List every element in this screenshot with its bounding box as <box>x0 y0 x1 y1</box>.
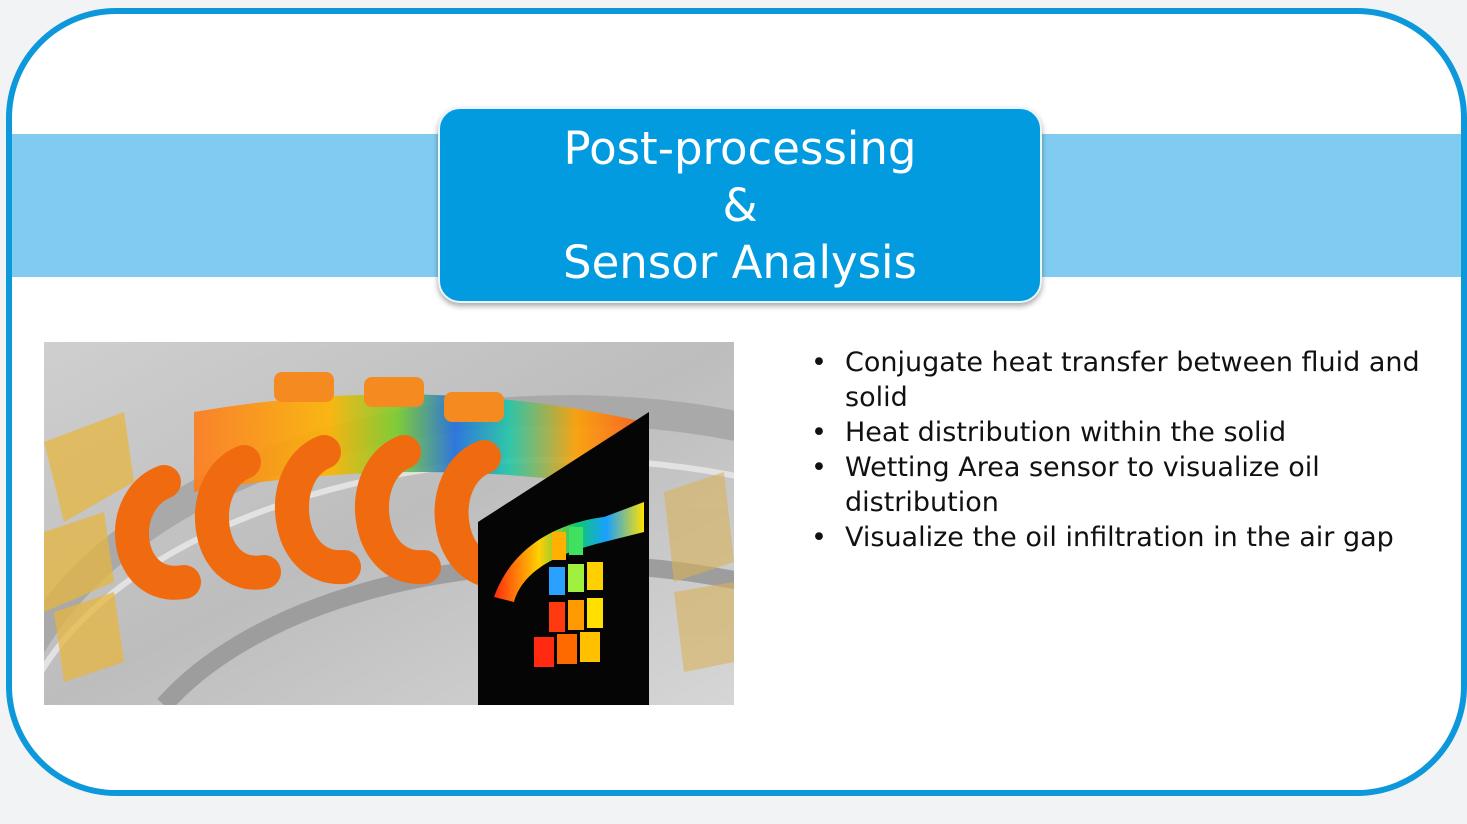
slide-frame: Post-processing & Sensor Analysis <box>6 8 1467 796</box>
title-line-1: Post-processing <box>563 121 917 175</box>
title-line-2: & <box>722 178 758 232</box>
bullet-item: Conjugate heat transfer between fluid an… <box>808 345 1448 415</box>
bullet-item: Heat distribution within the solid <box>808 415 1448 450</box>
bullet-list: Conjugate heat transfer between fluid an… <box>808 345 1448 555</box>
bullet-item: Visualize the oil infiltration in the ai… <box>808 520 1448 555</box>
simulation-image <box>44 342 734 705</box>
title-box: Post-processing & Sensor Analysis <box>438 107 1042 303</box>
bullet-item: Wetting Area sensor to visualize oil dis… <box>808 450 1448 520</box>
title-line-3: Sensor Analysis <box>563 235 917 289</box>
